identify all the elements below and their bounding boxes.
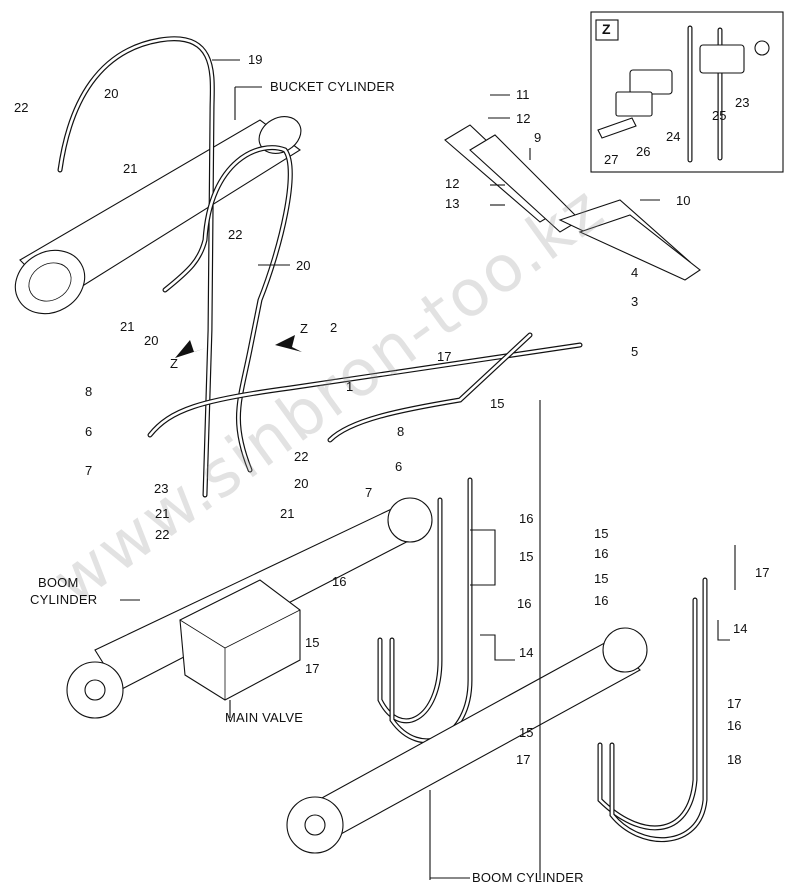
callout: 15 <box>594 571 609 586</box>
callout: 18 <box>727 752 742 767</box>
callout: 21 <box>123 161 138 176</box>
callout: 23 <box>735 95 750 110</box>
caption-boom-cylinder-bottom: BOOM CYLINDER <box>472 870 584 885</box>
callout: 17 <box>727 696 742 711</box>
callout: 16 <box>727 718 742 733</box>
callout: 22 <box>228 227 243 242</box>
callout: 12 <box>516 111 531 126</box>
callout: 17 <box>516 752 531 767</box>
callout: 14 <box>733 621 748 636</box>
callout: 20 <box>144 333 159 348</box>
callout: 15 <box>594 526 609 541</box>
detail-z-frame <box>590 11 784 173</box>
callout: 16 <box>594 593 609 608</box>
steel-pipes <box>444 124 701 281</box>
callout: 1 <box>346 379 354 394</box>
callout: 24 <box>666 129 681 144</box>
callout: 15 <box>519 725 534 740</box>
callout: 25 <box>712 108 727 123</box>
callout: 16 <box>332 574 347 589</box>
callout: 6 <box>85 424 93 439</box>
callout: 16 <box>594 546 609 561</box>
callout: 7 <box>85 463 93 478</box>
hoses <box>57 36 708 843</box>
leader-lines <box>120 59 736 880</box>
callout: 27 <box>604 152 619 167</box>
callout: 2 <box>330 320 338 335</box>
callout: 21 <box>120 319 135 334</box>
callout: 17 <box>437 349 452 364</box>
callout: 4 <box>631 265 639 280</box>
callout: 7 <box>365 485 373 500</box>
main-valve <box>179 579 301 701</box>
callout: 10 <box>676 193 691 208</box>
callout: 26 <box>636 144 651 159</box>
callout: 8 <box>397 424 405 439</box>
callout: 8 <box>85 384 93 399</box>
boom-cylinder-bottom <box>286 627 648 854</box>
detail-z-clamp-assembly <box>597 25 770 163</box>
callout: 9 <box>534 130 542 145</box>
callout: 5 <box>631 344 639 359</box>
callout: 16 <box>519 511 534 526</box>
callout: 21 <box>155 506 170 521</box>
callout: 17 <box>305 661 320 676</box>
caption-main-valve: MAIN VALVE <box>225 710 304 725</box>
callout: 16 <box>517 596 532 611</box>
caption-bucket-cylinder: BUCKET CYLINDER <box>270 79 395 94</box>
callout: 3 <box>631 294 639 309</box>
callout: 15 <box>305 635 320 650</box>
callout: 23 <box>154 481 169 496</box>
callout: 11 <box>516 87 530 102</box>
callout: 22 <box>294 449 309 464</box>
view-marker-z: Z <box>300 321 308 336</box>
callout: 22 <box>155 527 170 542</box>
callout: 17 <box>755 565 770 580</box>
caption-boom-cylinder-left-1: BOOM <box>38 575 79 590</box>
caption-boom-cylinder-left-2: CYLINDER <box>30 592 98 607</box>
view-marker-z: Z <box>170 356 178 371</box>
callout: 15 <box>519 549 534 564</box>
callout: 19 <box>248 52 263 67</box>
callout: 15 <box>490 396 505 411</box>
callout: 13 <box>445 196 460 211</box>
callout: 20 <box>104 86 119 101</box>
detail-z-title: Z <box>602 21 611 37</box>
callout: 21 <box>280 506 295 521</box>
callout: 6 <box>395 459 403 474</box>
callout: 20 <box>294 476 309 491</box>
view-z-arrows <box>175 335 302 358</box>
callout: 22 <box>14 100 29 115</box>
callout: 12 <box>445 176 460 191</box>
detail-z-letter-box <box>595 19 619 41</box>
callout: 14 <box>519 645 534 660</box>
callout: 20 <box>296 258 311 273</box>
